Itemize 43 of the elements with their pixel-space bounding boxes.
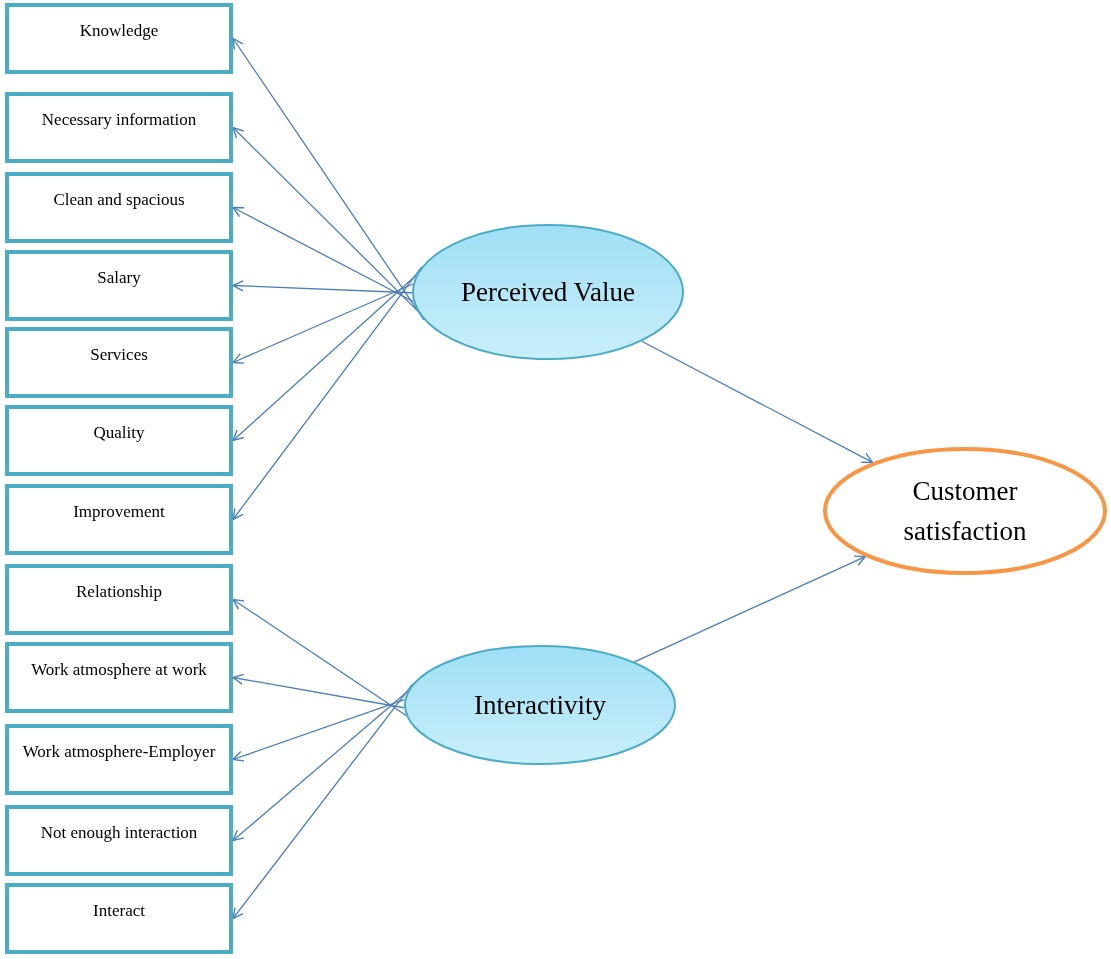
- node-label: Interactivity: [473, 689, 607, 722]
- indicator-box: [5, 564, 233, 635]
- arrow: [232, 266, 423, 521]
- indicator-box: [5, 484, 233, 555]
- indicator-box: [5, 92, 233, 163]
- node-label: Knowledge: [78, 20, 160, 42]
- arrow: [232, 206, 414, 303]
- indicator-box: [5, 405, 233, 476]
- indicator-box: [5, 3, 233, 74]
- node-label: Salary: [96, 267, 142, 289]
- node-label: Work atmosphere-Employer: [21, 741, 217, 763]
- node-label: Services: [89, 344, 149, 366]
- indicator-box: [5, 883, 233, 954]
- node-label: Customer satisfaction: [902, 475, 1028, 548]
- arrow: [232, 673, 405, 709]
- arrow: [232, 683, 414, 920]
- indicator-box: [5, 327, 233, 398]
- indicator-box: [5, 724, 233, 795]
- node-label: Interact: [92, 900, 146, 922]
- indicator-box: [5, 250, 233, 321]
- arrow: [641, 340, 874, 464]
- indicator-box: [5, 805, 233, 876]
- node-label: Improvement: [72, 501, 166, 523]
- indicator-box: [5, 172, 233, 243]
- node-label: Clean and spacious: [52, 189, 186, 211]
- node-label: Necessary information: [40, 109, 198, 131]
- ellipse-node: [404, 645, 676, 765]
- ellipse-node: [823, 447, 1107, 575]
- arrow: [232, 126, 418, 312]
- node-label: Not enough interaction: [39, 822, 199, 844]
- arrow: [232, 280, 413, 294]
- node-label: Work atmosphere at work: [30, 659, 208, 681]
- arrow: [633, 555, 866, 663]
- node-label: Quality: [92, 422, 146, 444]
- indicator-box: [5, 642, 233, 713]
- arrow: [232, 274, 417, 442]
- arrow: [232, 698, 406, 762]
- ellipse-node: [412, 224, 684, 360]
- arrow: [232, 37, 425, 321]
- node-label: Perceived Value: [459, 276, 637, 309]
- arrow: [232, 598, 407, 717]
- arrow: [232, 283, 414, 364]
- node-label: Relationship: [75, 581, 163, 603]
